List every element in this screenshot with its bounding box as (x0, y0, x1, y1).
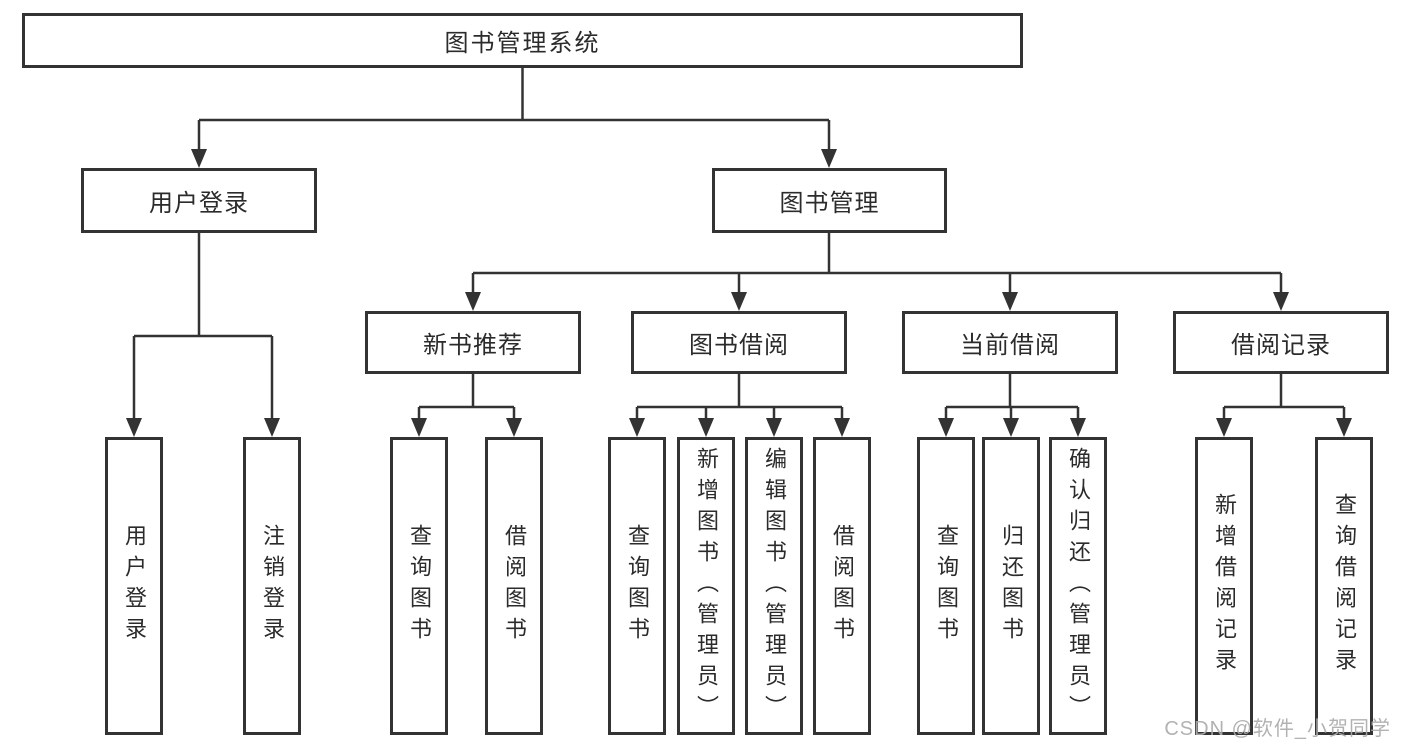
arrowhead (698, 418, 714, 437)
node-label: 查询图书 (625, 524, 650, 648)
node-borrow-books-recommend: 借阅图书 (485, 437, 543, 735)
connector-user-login-group (126, 233, 280, 437)
node-add-book-admin: 新增图书（管理员） (677, 437, 735, 735)
connector-book-borrow-group (629, 374, 850, 437)
node-label: 注销登录 (260, 524, 285, 648)
arrowhead (1216, 418, 1232, 437)
connector-book-management-group (465, 233, 1289, 311)
node-label: 新增借阅记录 (1212, 493, 1237, 679)
connector-current-borrow-group (938, 374, 1086, 437)
arrowhead (766, 418, 782, 437)
node-label: 图书管理 (779, 190, 880, 217)
node-label: 借阅图书 (502, 524, 527, 648)
arrowhead (731, 292, 747, 311)
arrowhead (411, 418, 427, 437)
node-logout-action: 注销登录 (243, 437, 301, 735)
connector-new-book-recommend-group (411, 374, 522, 437)
arrowhead (264, 418, 280, 437)
node-add-borrow-record: 新增借阅记录 (1195, 437, 1253, 735)
node-label: 新书推荐 (423, 332, 523, 359)
connector-root-to-level2 (191, 68, 837, 168)
node-label: 借阅图书 (830, 524, 855, 648)
node-label: 借阅记录 (1231, 332, 1331, 359)
node-label: 用户登录 (122, 524, 147, 648)
node-borrow-records: 借阅记录 (1173, 311, 1389, 374)
node-query-borrow-record: 查询借阅记录 (1315, 437, 1373, 735)
node-book-management: 图书管理 (712, 168, 947, 233)
arrowhead (1273, 292, 1289, 311)
node-label: 查询借阅记录 (1332, 493, 1357, 679)
node-system-root: 图书管理系统 (22, 13, 1023, 68)
node-return-book: 归还图书 (982, 437, 1040, 735)
node-edit-book-admin: 编辑图书（管理员） (745, 437, 803, 735)
arrowhead (126, 418, 142, 437)
node-user-login: 用户登录 (81, 168, 317, 233)
node-label: 查询图书 (407, 524, 432, 648)
node-query-books-current: 查询图书 (917, 437, 975, 735)
node-query-books-recommend: 查询图书 (390, 437, 448, 735)
arrowhead (834, 418, 850, 437)
node-confirm-return-admin: 确认归还（管理员） (1049, 437, 1107, 735)
node-label: 查询图书 (934, 524, 959, 648)
node-label: 新增图书（管理员） (694, 446, 719, 726)
node-label: 编辑图书（管理员） (762, 446, 787, 726)
node-label: 当前借阅 (960, 332, 1060, 359)
node-borrow-books-action: 借阅图书 (813, 437, 871, 735)
arrowhead (191, 149, 207, 168)
node-label: 确认归还（管理员） (1066, 446, 1091, 726)
node-user-login-action: 用户登录 (105, 437, 163, 735)
node-label: 图书借阅 (689, 332, 789, 359)
arrowhead (465, 292, 481, 311)
arrowhead (1336, 418, 1352, 437)
node-query-books-borrow: 查询图书 (608, 437, 666, 735)
connector-borrow-records-group (1216, 374, 1352, 437)
node-label: 归还图书 (999, 524, 1024, 648)
arrowhead (506, 418, 522, 437)
node-label: 用户登录 (149, 190, 249, 217)
arrowhead (1003, 418, 1019, 437)
arrowhead (821, 149, 837, 168)
node-book-borrow: 图书借阅 (631, 311, 847, 374)
csdn-watermark: CSDN @软件_小贺同学 (1164, 718, 1391, 740)
arrowhead (629, 418, 645, 437)
arrowhead (938, 418, 954, 437)
arrowhead (1070, 418, 1086, 437)
arrowhead (1002, 292, 1018, 311)
node-current-borrow: 当前借阅 (902, 311, 1118, 374)
node-new-book-recommend: 新书推荐 (365, 311, 581, 374)
node-label: 图书管理系统 (444, 30, 601, 57)
